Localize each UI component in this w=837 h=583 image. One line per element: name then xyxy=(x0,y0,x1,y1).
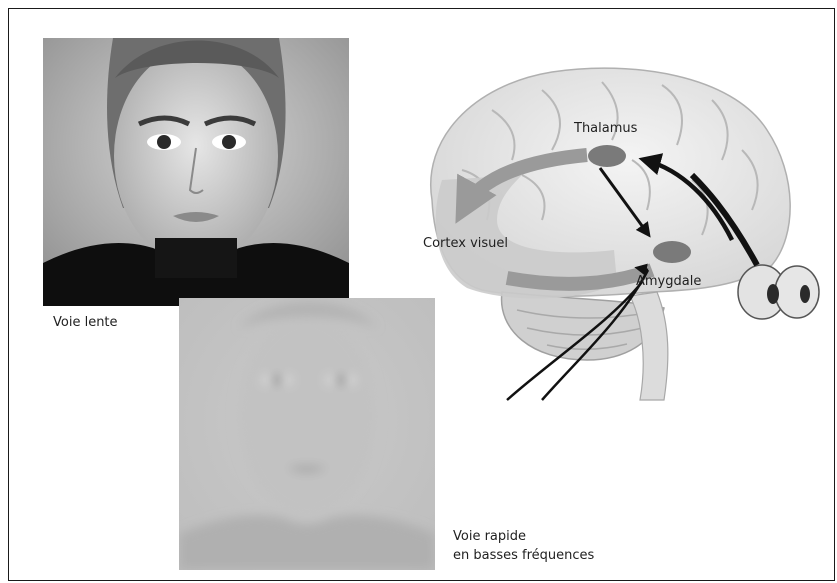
face-photo-high-contrast xyxy=(43,38,349,306)
label-thalamus: Thalamus xyxy=(574,121,637,136)
brain-diagram: Thalamus Cortex visuel Amygdale xyxy=(402,60,830,405)
caption-fast-path-line1: Voie rapide xyxy=(453,527,526,546)
face-photo-low-frequency xyxy=(179,298,435,570)
label-visual-cortex: Cortex visuel xyxy=(423,236,508,251)
caption-slow-path: Voie lente xyxy=(53,313,118,332)
label-amygdala: Amygdale xyxy=(636,274,701,289)
caption-fast-path-line2: en basses fréquences xyxy=(453,546,594,565)
